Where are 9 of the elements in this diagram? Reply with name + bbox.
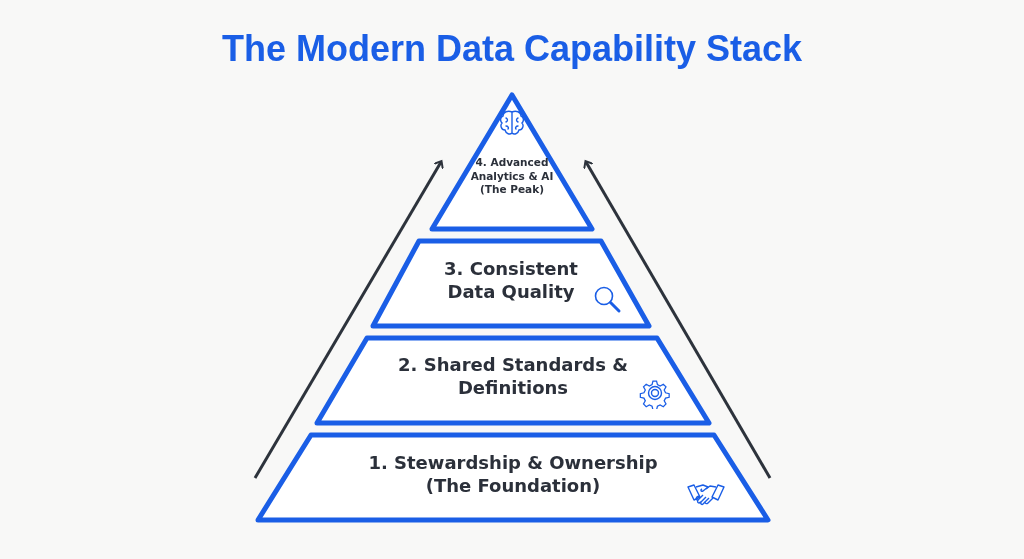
pyramid-tier [370, 238, 652, 329]
tier-label: 4. Advanced Analytics & AI (The Peak) [469, 156, 555, 197]
pyramid-peak [429, 92, 595, 232]
title: The Modern Data Capability Stack [220, 28, 804, 70]
tier-label: 2. Shared Standards & Definitions [397, 353, 629, 400]
tier-label: 3. Consistent Data Quality [443, 257, 579, 304]
pyramid-tier [314, 335, 712, 426]
pyramid-tier [255, 432, 771, 523]
tier-label: 1. Stewardship & Ownership (The Foundation) [367, 451, 659, 498]
